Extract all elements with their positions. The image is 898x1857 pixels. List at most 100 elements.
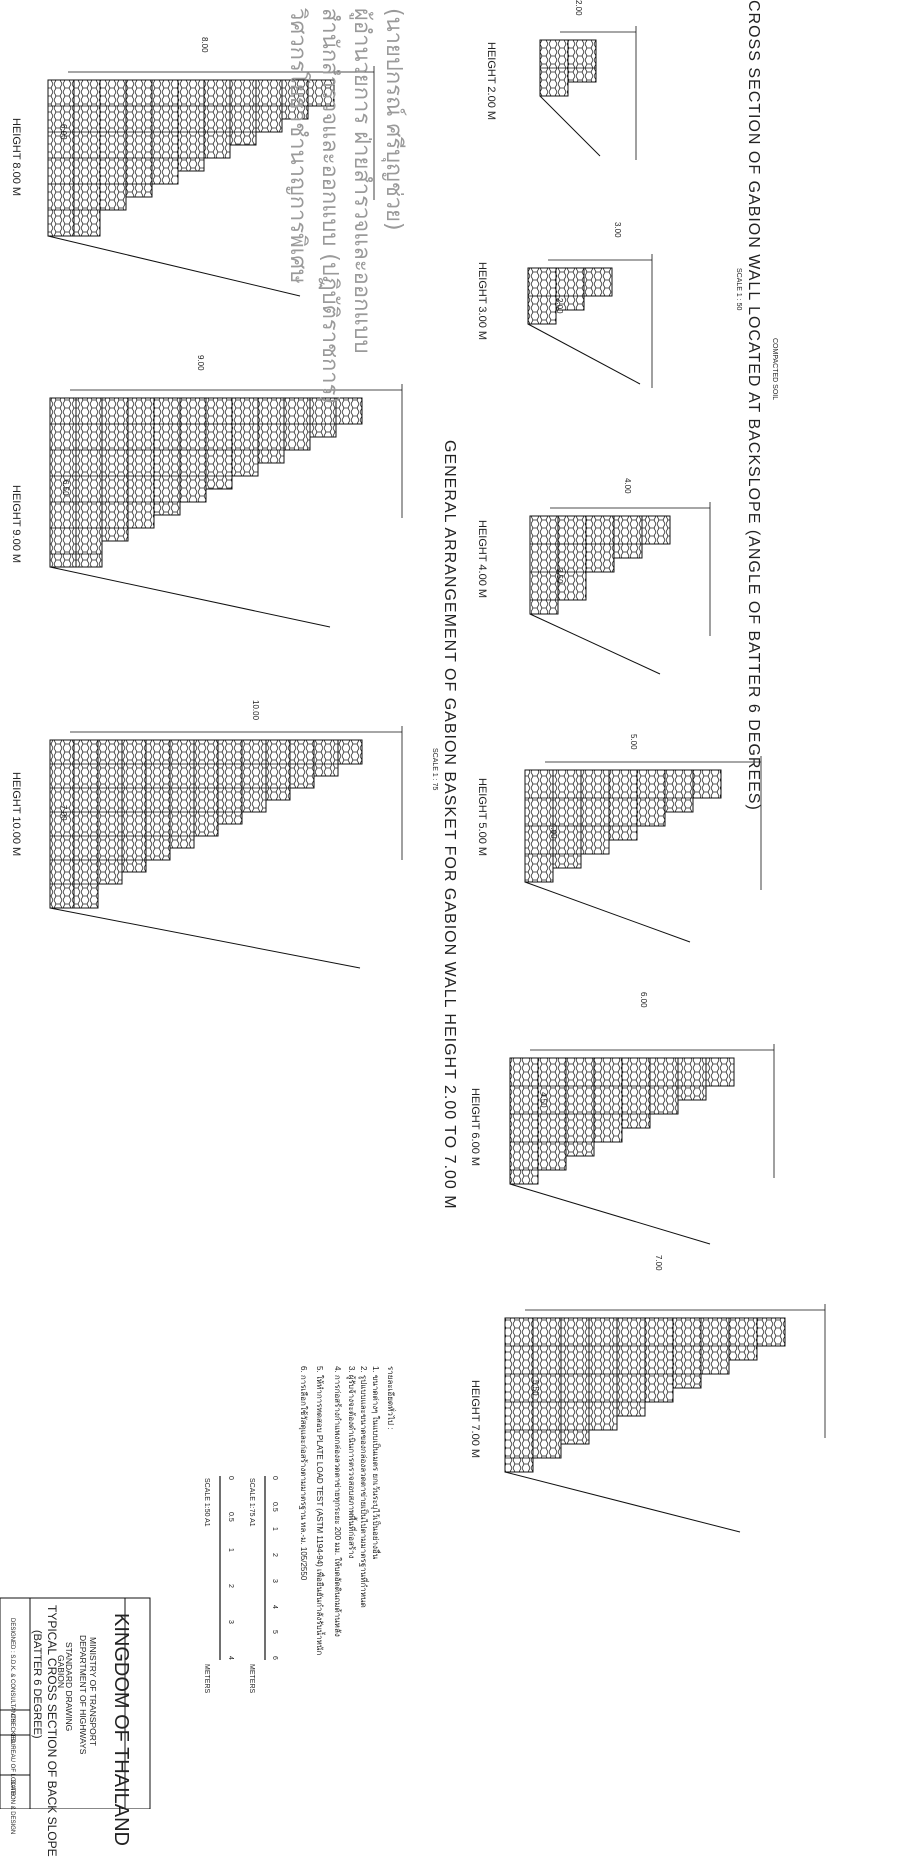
handwritten-note-line2: ผู้อำนวยการ ฝ่ายสำรวจและออกแบบ bbox=[349, 8, 374, 354]
gabion-basket bbox=[335, 397, 363, 425]
dim-5-top: 5.00 bbox=[629, 734, 638, 750]
note-item-5: 5. ให้ทำการทดสอบ PLATE LOAD TEST (ASTM 1… bbox=[315, 1366, 324, 1656]
cross-section-scale: SCALE 1 : 50 bbox=[735, 268, 742, 311]
gabion-basket bbox=[567, 39, 597, 83]
height-label-5: HEIGHT 5.00 M bbox=[476, 778, 488, 857]
gabion-basket bbox=[621, 1057, 651, 1129]
scale-tick-label: 0.5 bbox=[227, 1512, 234, 1522]
compacted-soil-label: COMPACTED SOIL bbox=[771, 338, 778, 401]
gabion-basket bbox=[532, 1317, 562, 1459]
gabion-basket bbox=[309, 397, 337, 438]
gabion-basket bbox=[125, 79, 153, 198]
note-item-1: 1. ขนาดต่างๆ ในแบบเป็นเมตร ยกเว้นระบุไว้… bbox=[371, 1366, 380, 1560]
gabion-basket bbox=[281, 79, 309, 120]
height-label-2: HEIGHT 2.00 M bbox=[485, 42, 497, 121]
title-block-country: KINGDOM OF THAILAND bbox=[110, 1613, 132, 1846]
dim-10-base: 7.00 bbox=[59, 805, 68, 821]
backslope-line bbox=[529, 613, 661, 675]
backslope-line bbox=[509, 1183, 711, 1245]
scale-tick-label: 4 bbox=[227, 1656, 234, 1660]
title-block-date: DATE : bbox=[9, 1780, 15, 1799]
gabion-basket bbox=[101, 397, 129, 542]
gabion-basket bbox=[504, 1317, 534, 1473]
gabion-basket bbox=[99, 79, 127, 211]
scale-tick-label: 0 bbox=[271, 1476, 278, 1480]
dim-9-top: 9.00 bbox=[196, 355, 205, 371]
gabion-basket bbox=[555, 267, 585, 311]
height-label-10: HEIGHT 10.00 M bbox=[10, 772, 22, 857]
dim-2-top: 2.00 bbox=[574, 0, 583, 16]
general-arrangement-scale: SCALE 1 : 75 bbox=[431, 748, 438, 791]
title-block-drawing-title: TYPICAL CROSS SECTION OF BACK SLOPE bbox=[45, 1605, 59, 1857]
gabion-basket bbox=[205, 397, 233, 490]
gabion-basket bbox=[705, 1057, 735, 1087]
gabion-basket bbox=[557, 515, 587, 601]
backslope-line bbox=[539, 95, 601, 157]
title-block-designed: DESIGNED : S.D.K. & CONSULTANTS bbox=[9, 1618, 15, 1723]
gabion-basket bbox=[529, 515, 559, 615]
gabion-basket bbox=[229, 79, 257, 146]
dim-3-top: 3.00 bbox=[613, 222, 622, 238]
gabion-basket bbox=[177, 79, 205, 172]
gabion-basket bbox=[565, 1057, 595, 1157]
title-block-department: DEPARTMENT OF HIGHWAYS bbox=[78, 1635, 88, 1755]
gabion-basket bbox=[203, 79, 231, 159]
dim-7-base: 5.50 bbox=[531, 1380, 540, 1396]
scale-tick-label: 1 bbox=[271, 1527, 278, 1532]
backslope-line bbox=[527, 323, 641, 385]
gabion-basket bbox=[49, 739, 75, 909]
scale-tick-label: 0 bbox=[227, 1476, 234, 1480]
dim-4-base: 3.50 bbox=[555, 568, 564, 584]
gabion-basket bbox=[664, 769, 694, 813]
gabion-basket bbox=[307, 79, 335, 107]
gabion-basket bbox=[728, 1317, 758, 1361]
scale-tick-label: 2 bbox=[227, 1584, 234, 1588]
gabion-basket bbox=[73, 739, 99, 909]
dim-9-base: 6.50 bbox=[61, 480, 70, 496]
scale-tick-label: 2 bbox=[271, 1553, 278, 1558]
dim-6-base: 4.50 bbox=[539, 1092, 548, 1108]
gabion-basket bbox=[644, 1317, 674, 1403]
gabion-basket bbox=[580, 769, 610, 855]
gabion-basket bbox=[257, 397, 285, 464]
gabion-basket bbox=[145, 739, 171, 861]
handwritten-note-line4: วิศวกรโยธาชำนาญการพิเศษ bbox=[285, 8, 310, 284]
scale-75-unit: METERS bbox=[248, 1664, 255, 1694]
dim-6-top: 6.00 bbox=[639, 992, 648, 1008]
height-label-4: HEIGHT 4.00 M bbox=[476, 520, 488, 599]
height-label-6: HEIGHT 6.00 M bbox=[469, 1088, 481, 1167]
gabion-basket bbox=[613, 515, 643, 559]
gabion-basket bbox=[756, 1317, 786, 1347]
scale-tick-label: 5 bbox=[271, 1630, 278, 1635]
drawing-sheet bbox=[0, 26, 826, 1809]
gabion-basket bbox=[313, 739, 339, 777]
dim-8-top: 8.00 bbox=[200, 37, 209, 53]
height-label-8: HEIGHT 8.00 M bbox=[10, 118, 22, 197]
gabion-basket bbox=[692, 769, 722, 799]
gabion-basket bbox=[241, 739, 267, 813]
gabion-basket bbox=[127, 397, 155, 529]
title-block-drawing-sub: (BATTER 6 DEGREE) bbox=[31, 1630, 43, 1739]
gabion-basket bbox=[583, 267, 613, 297]
note-item-6: 6. การเลือกใช้วัสดุและก่อสร้างตามมาตรฐาน… bbox=[299, 1366, 308, 1581]
note-item-3: 3. ผู้รับจ้างจะต้องดำเนินการตรวจสอบสภาพพ… bbox=[347, 1366, 356, 1559]
gabion-basket bbox=[509, 1057, 539, 1185]
dim-8-base: 6.00 bbox=[59, 124, 68, 140]
gabion-basket bbox=[265, 739, 291, 801]
gabion-basket bbox=[677, 1057, 707, 1101]
gabion-basket bbox=[231, 397, 259, 477]
title-block-frame bbox=[29, 1597, 126, 1809]
note-item-2: 2. รูปแบบและขนาดของกล่องลวดตาข่ายเป็นไปต… bbox=[359, 1366, 368, 1608]
backslope-line bbox=[504, 1471, 741, 1533]
gabion-basket bbox=[641, 515, 671, 545]
gabion-basket bbox=[616, 1317, 646, 1417]
scale-50-label: SCALE 1:50 A1 bbox=[203, 1478, 210, 1527]
scale-tick-label: 3 bbox=[271, 1578, 278, 1583]
scale-tick-label: 0.5 bbox=[271, 1501, 278, 1512]
dim-4-top: 4.00 bbox=[623, 478, 632, 494]
scale-tick-label: 3 bbox=[227, 1620, 234, 1624]
height-label-7: HEIGHT 7.00 M bbox=[469, 1380, 481, 1459]
note-item-4: 4. การก่อสร้างกำแพงกล่องลวดตาข่ายทุกระยะ… bbox=[333, 1366, 342, 1637]
gabion-basket bbox=[153, 397, 181, 516]
height-label-3: HEIGHT 3.00 M bbox=[476, 262, 488, 341]
